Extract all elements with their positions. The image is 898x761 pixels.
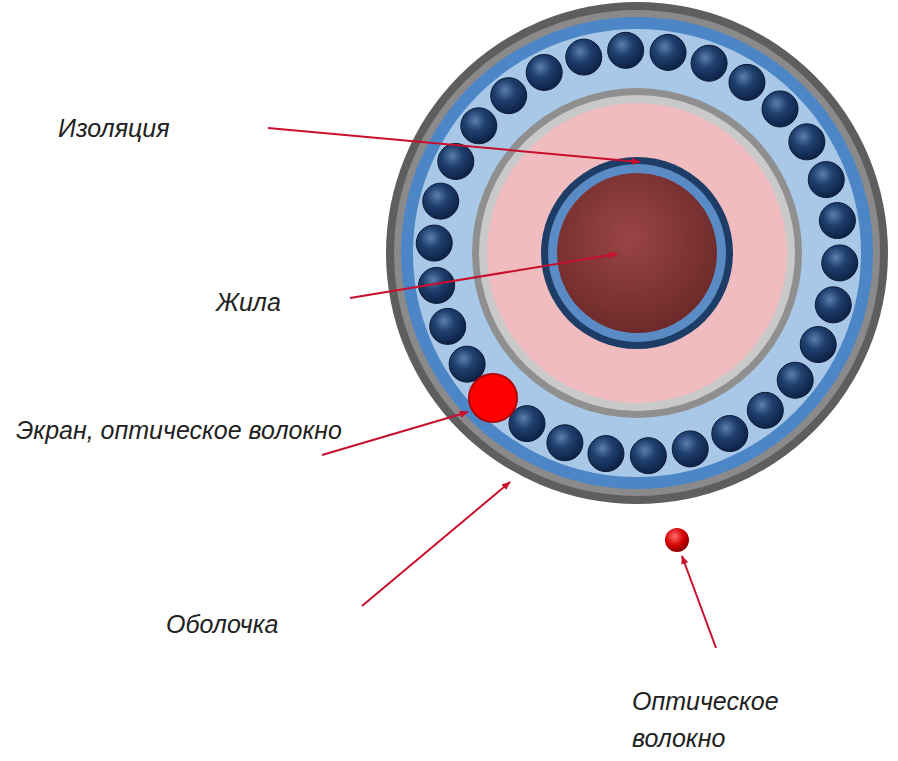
part-label: Оптическое волокно <box>632 683 822 757</box>
screen-wire <box>762 91 798 127</box>
leader-line <box>362 482 510 606</box>
screen-wire <box>777 362 813 398</box>
screen-wire <box>509 406 545 442</box>
part-label: Изоляция <box>58 110 268 147</box>
outer-ring <box>386 2 888 504</box>
screen-wire <box>747 392 783 428</box>
leader-line <box>350 254 617 298</box>
screen-wire <box>449 346 485 382</box>
screen-layer <box>413 29 861 477</box>
screen-wire <box>423 183 459 219</box>
screen-wire <box>650 34 686 70</box>
screen-wire <box>491 78 527 114</box>
leader-line <box>322 412 468 455</box>
insulation <box>487 103 787 403</box>
screen-wire <box>691 45 727 81</box>
inner-screen <box>541 157 733 349</box>
cable-cross-section <box>386 2 888 552</box>
outer-ring-face <box>394 10 880 496</box>
screen-wire <box>808 162 844 198</box>
semiconductor-face <box>479 95 795 411</box>
screen-wire <box>672 431 708 467</box>
part-label: Оболочка <box>166 606 356 643</box>
screen-wire <box>547 425 583 461</box>
screen-wire <box>438 143 474 179</box>
screen-wire <box>630 438 666 474</box>
screen-wire <box>822 245 858 281</box>
semiconductor-ring <box>472 88 802 418</box>
screen-wire <box>566 39 602 75</box>
conductor-core <box>557 173 717 333</box>
screen-wire <box>789 124 825 160</box>
screen-wire <box>729 64 765 100</box>
screen-wire <box>815 287 851 323</box>
part-label: Жила <box>216 284 336 321</box>
screen-wire <box>416 225 452 261</box>
sheath <box>401 17 873 489</box>
inner-screen-face <box>548 164 726 342</box>
part-label: Экран, оптическое волокно <box>16 412 361 449</box>
screen-wire <box>608 32 644 68</box>
screen-wire <box>430 308 466 344</box>
screen-wire <box>800 327 836 363</box>
leader-line <box>268 128 640 162</box>
leader-line <box>682 556 716 648</box>
screen-wire <box>526 54 562 90</box>
optical-fiber-in-screen <box>469 374 517 422</box>
screen-wire <box>588 436 624 472</box>
screen-wire <box>819 203 855 239</box>
screen-wire <box>461 108 497 144</box>
screen-wire <box>712 416 748 452</box>
optical-fiber-outside <box>665 528 689 552</box>
